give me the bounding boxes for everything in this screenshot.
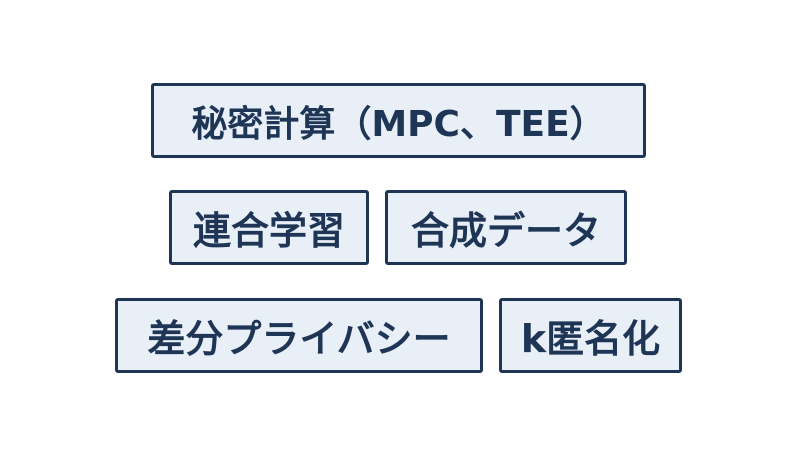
tag-label: k匿名化 bbox=[520, 317, 661, 361]
tag-synthetic-data: 合成データ bbox=[385, 190, 627, 265]
tag-label: 連合学習 bbox=[192, 209, 345, 253]
tag-federated-learning: 連合学習 bbox=[169, 190, 369, 265]
tag-label: 差分プライバシー bbox=[147, 317, 451, 361]
tag-k-anonymity: k匿名化 bbox=[499, 298, 682, 373]
tag-label: 合成データ bbox=[410, 209, 601, 253]
tag-secure-computation: 秘密計算（MPC、TEE） bbox=[151, 83, 646, 158]
tag-differential-privacy: 差分プライバシー bbox=[115, 298, 483, 373]
tag-label: 秘密計算（MPC、TEE） bbox=[191, 103, 606, 145]
